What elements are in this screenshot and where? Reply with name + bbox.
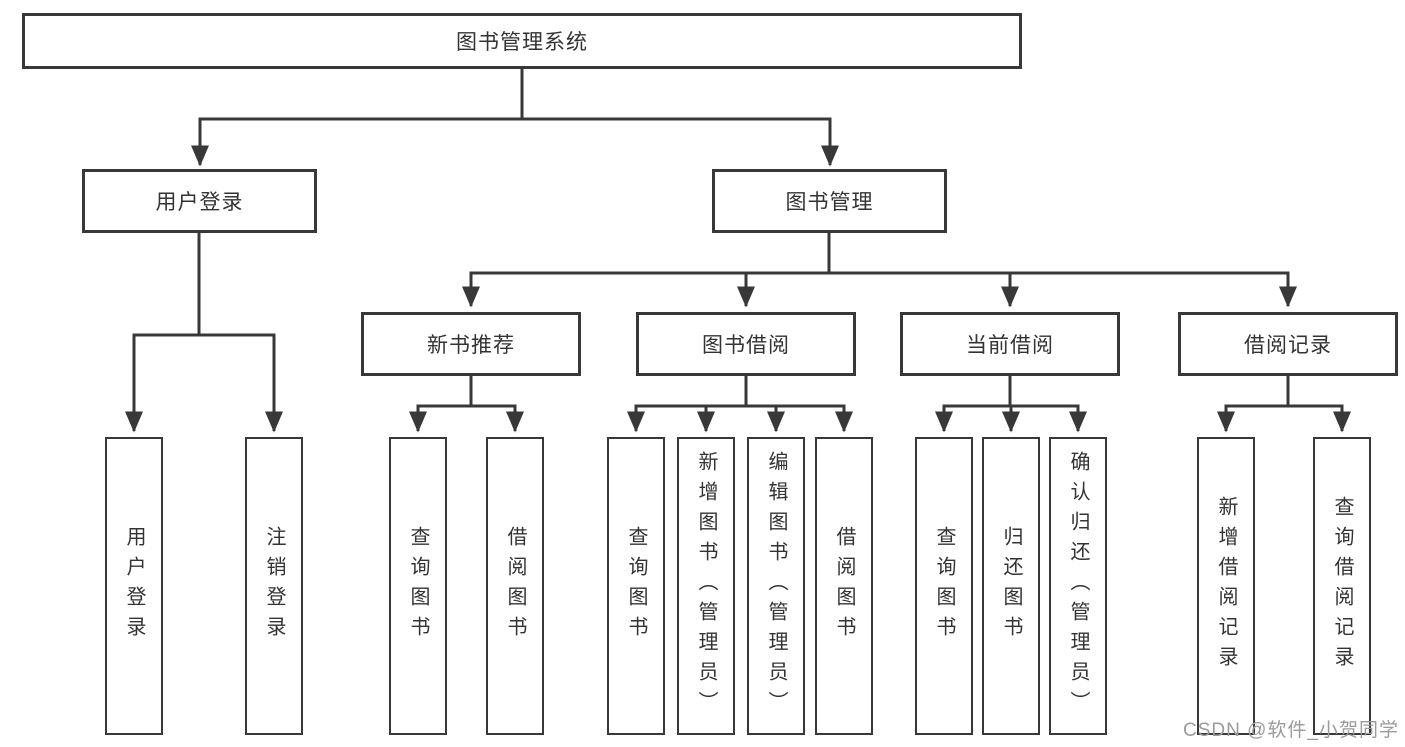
node-book-management: 图书管理 (712, 169, 947, 233)
edges-root-to-level2 (191, 68, 839, 167)
leaf-logout: 注销登录 (245, 437, 303, 735)
node-user-login: 用户登录 (82, 169, 317, 233)
csdn-watermark: CSDN @软件_小贺同学 (1183, 720, 1399, 741)
node-borrow-records: 借阅记录 (1178, 312, 1398, 376)
leaf-confirm-return-admin: 确认归还（管理员） (1049, 437, 1107, 735)
leaf-edit-book-admin: 编辑图书（管理员） (747, 437, 805, 735)
leaf-query-books-recommend: 查询图书 (389, 437, 447, 735)
node-current-borrow: 当前借阅 (900, 312, 1120, 376)
edges-book-management-to-level3 (462, 233, 1297, 308)
edges-new-book-recommend-leaves (409, 404, 524, 433)
leaf-borrow-books-recommend: 借阅图书 (486, 437, 544, 735)
node-new-book-recommend: 新书推荐 (361, 312, 581, 376)
node-book-borrow: 图书借阅 (636, 312, 856, 376)
leaf-borrow-books: 借阅图书 (815, 437, 873, 735)
leaf-query-borrow-record: 查询借阅记录 (1313, 437, 1371, 735)
edges-current-borrow-leaves (935, 404, 1087, 433)
leaf-user-login: 用户登录 (105, 437, 163, 735)
leaf-return-book: 归还图书 (982, 437, 1040, 735)
edges-level3-stems (469, 376, 1290, 408)
node-root-system: 图书管理系统 (22, 13, 1022, 69)
edges-user-login-group (125, 233, 283, 433)
edges-book-borrow-leaves (627, 404, 853, 433)
leaf-add-borrow-record: 新增借阅记录 (1197, 437, 1255, 735)
leaf-query-books-borrow: 查询图书 (607, 437, 665, 735)
leaf-query-books-current: 查询图书 (915, 437, 973, 735)
edges-borrow-records-leaves (1217, 404, 1351, 433)
leaf-add-book-admin: 新增图书（管理员） (677, 437, 735, 735)
